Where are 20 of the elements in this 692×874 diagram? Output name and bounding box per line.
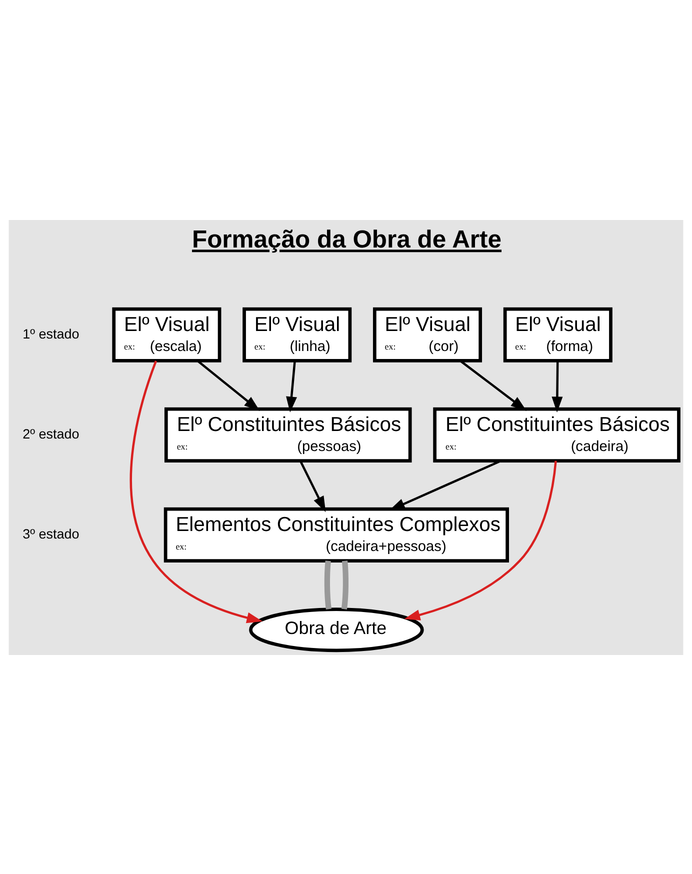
arrow — [460, 360, 527, 410]
arrow — [552, 360, 563, 412]
node-box: Elº Visual ex: (cor) — [372, 306, 482, 362]
node-box: Elementos Constituintes Complexos ex: (cadeira+pessoas) — [164, 506, 509, 562]
arrow — [404, 460, 557, 620]
arrow — [286, 360, 298, 412]
node-box: Elº Visual ex: (linha) — [242, 306, 352, 362]
node-box: Elº Constituintes Básicos ex: (pessoas) — [164, 406, 412, 462]
arrow — [300, 460, 326, 512]
connector — [324, 560, 332, 609]
label: 1º estado — [22, 326, 80, 341]
node-box: Elº Visual ex: (escala) — [112, 306, 222, 362]
connector — [341, 560, 349, 609]
label: 2º estado — [22, 426, 80, 441]
label: 3º estado — [22, 526, 80, 541]
arrow — [196, 360, 260, 411]
node-box: Elº Visual ex: (forma) — [503, 306, 612, 362]
node-box: Elº Constituintes Básicos ex: (cadeira) — [433, 406, 680, 462]
arrow — [130, 360, 263, 623]
diagram-title: Formação da Obra de Arte — [192, 226, 502, 254]
